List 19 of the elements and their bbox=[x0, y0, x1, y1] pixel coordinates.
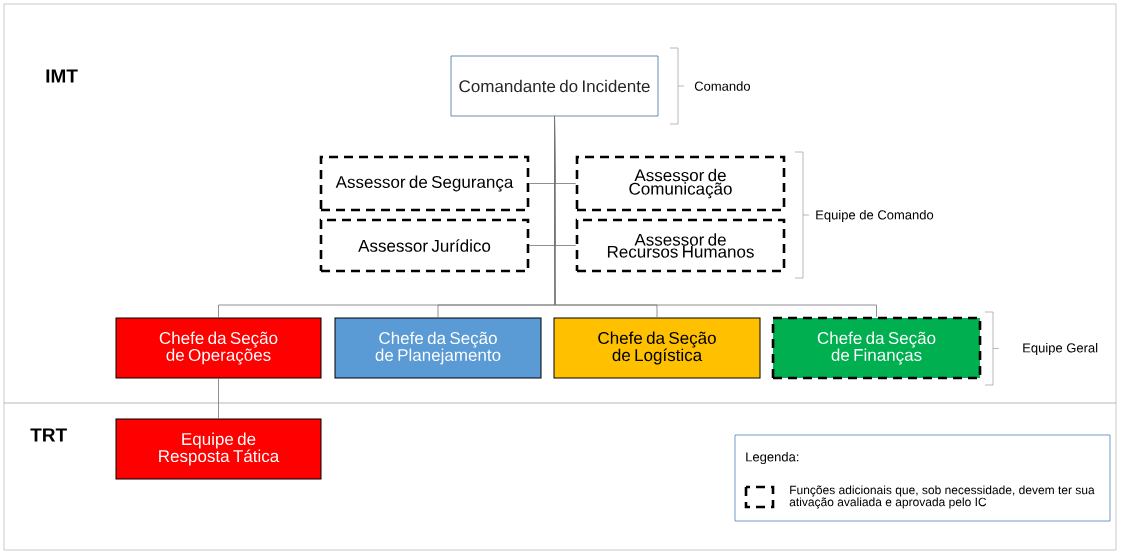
bracket-label: Equipe Geral bbox=[1023, 342, 1098, 356]
command-box: Comandante do Incidente bbox=[450, 55, 659, 117]
connector-line bbox=[218, 378, 219, 419]
section-label: TRT bbox=[30, 428, 67, 442]
connector-line bbox=[554, 116, 877, 318]
team-box: Equipe de Resposta Tática bbox=[115, 418, 322, 480]
advisor-box: Assessor de Segurança bbox=[319, 155, 530, 212]
section-box: Chefe da Seção de Finanças bbox=[771, 316, 982, 380]
bracket-label: Equipe de Comando bbox=[816, 209, 934, 223]
bracket-label: Comando bbox=[694, 81, 750, 91]
advisor-box: Assessor de Recursos Humanos bbox=[575, 218, 786, 273]
legend-title: Legenda: bbox=[746, 451, 799, 465]
advisor-box: Assessor Jurídico bbox=[319, 218, 530, 273]
section-box: Chefe da Seção de Operações bbox=[115, 317, 322, 379]
legend-text: Funções adicionais que, sob necessidade, devem ter sua ativação avaliada e aprovada pelo IC bbox=[789, 485, 1095, 509]
section-box: Chefe da Seção de Planejamento bbox=[334, 317, 542, 379]
section-label: IMT bbox=[46, 69, 78, 83]
section-box: Chefe da Seção de Logística bbox=[553, 317, 761, 379]
advisor-box: Assessor de Comunicação bbox=[575, 155, 786, 212]
